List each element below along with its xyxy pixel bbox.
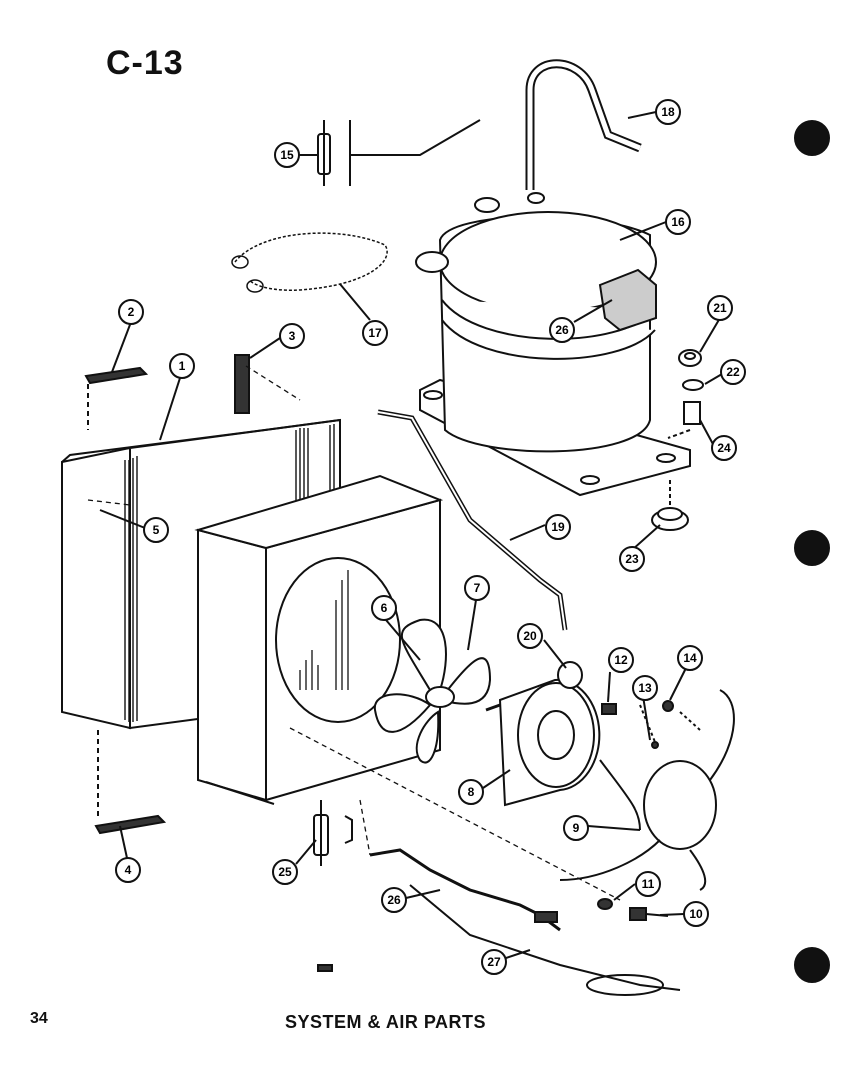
callout-7: 7 bbox=[464, 575, 490, 601]
binder-hole-top bbox=[794, 120, 830, 156]
callout-12: 12 bbox=[608, 647, 634, 673]
callout-4: 4 bbox=[115, 857, 141, 883]
binder-hole-bottom bbox=[794, 947, 830, 983]
mount-nut bbox=[678, 349, 702, 367]
svg-text:6: 6 bbox=[381, 601, 388, 615]
callout-19: 19 bbox=[545, 514, 571, 540]
svg-text:14: 14 bbox=[683, 651, 697, 665]
sensor-cord bbox=[317, 884, 681, 996]
svg-text:13: 13 bbox=[638, 681, 652, 695]
callout-10: 10 bbox=[683, 901, 709, 927]
svg-text:26: 26 bbox=[387, 893, 401, 907]
svg-text:7: 7 bbox=[474, 581, 481, 595]
svg-text:3: 3 bbox=[289, 329, 296, 343]
fan-motor bbox=[485, 678, 601, 807]
motor-mount bbox=[559, 689, 735, 891]
relay-part bbox=[557, 661, 583, 689]
callouts: 1 2 3 4 5 6 7 8 9 10 11 12 13 14 15 16 1… bbox=[115, 99, 746, 975]
callout-11: 11 bbox=[635, 871, 661, 897]
svg-text:22: 22 bbox=[726, 365, 740, 379]
callout-8: 8 bbox=[458, 779, 484, 805]
svg-text:17: 17 bbox=[368, 326, 382, 340]
discharge-tube bbox=[525, 59, 642, 190]
callout-21: 21 bbox=[707, 295, 733, 321]
callout-23: 23 bbox=[619, 546, 645, 572]
svg-text:24: 24 bbox=[717, 441, 731, 455]
callout-16: 16 bbox=[665, 209, 691, 235]
svg-text:9: 9 bbox=[573, 821, 580, 835]
svg-text:23: 23 bbox=[625, 552, 639, 566]
svg-text:27: 27 bbox=[487, 955, 501, 969]
callout-1: 1 bbox=[169, 353, 195, 379]
callout-13: 13 bbox=[632, 675, 658, 701]
nut-14 bbox=[662, 700, 701, 731]
callout-27: 27 bbox=[481, 949, 507, 975]
callout-14: 14 bbox=[677, 645, 703, 671]
coil-bracket-bottom bbox=[94, 730, 167, 835]
svg-text:15: 15 bbox=[280, 148, 294, 162]
callout-2: 2 bbox=[118, 299, 144, 325]
svg-text:21: 21 bbox=[713, 301, 727, 315]
svg-text:2: 2 bbox=[128, 305, 135, 319]
callout-9: 9 bbox=[563, 815, 589, 841]
callout-15: 15 bbox=[274, 142, 300, 168]
svg-text:25: 25 bbox=[278, 865, 292, 879]
screw-12 bbox=[601, 703, 617, 715]
svg-text:19: 19 bbox=[551, 520, 565, 534]
capillary-tube bbox=[231, 232, 388, 293]
svg-text:8: 8 bbox=[468, 785, 475, 799]
binder-hole-middle bbox=[794, 530, 830, 566]
callout-26-bulb: 26 bbox=[381, 887, 407, 913]
coil-bracket-top bbox=[84, 366, 149, 430]
callout-5: 5 bbox=[143, 517, 169, 543]
washer-11 bbox=[597, 898, 613, 910]
footer-title: SYSTEM & AIR PARTS bbox=[285, 1012, 487, 1032]
callout-18: 18 bbox=[655, 99, 681, 125]
svg-text:16: 16 bbox=[671, 215, 685, 229]
fan-blade bbox=[373, 618, 492, 764]
page-number: 34 bbox=[30, 1010, 48, 1027]
svg-text:4: 4 bbox=[125, 863, 132, 877]
callout-20: 20 bbox=[517, 623, 543, 649]
svg-text:11: 11 bbox=[642, 877, 655, 891]
svg-text:18: 18 bbox=[661, 105, 675, 119]
svg-text:20: 20 bbox=[523, 629, 537, 643]
svg-text:26: 26 bbox=[555, 323, 569, 337]
svg-text:12: 12 bbox=[614, 653, 628, 667]
callout-3: 3 bbox=[279, 323, 305, 349]
mount-grommet bbox=[651, 480, 689, 531]
compressor bbox=[415, 192, 691, 497]
drier bbox=[317, 119, 481, 186]
mount-washer bbox=[682, 379, 704, 391]
guide-lines bbox=[87, 365, 621, 901]
svg-text:10: 10 bbox=[689, 907, 703, 921]
clip-13 bbox=[639, 704, 659, 749]
callout-25: 25 bbox=[272, 859, 298, 885]
callout-26-compressor: 26 bbox=[549, 317, 575, 343]
callout-17: 17 bbox=[362, 320, 388, 346]
callout-24: 24 bbox=[711, 435, 737, 461]
callout-22: 22 bbox=[720, 359, 746, 385]
capacitor bbox=[313, 800, 353, 866]
svg-text:1: 1 bbox=[179, 359, 186, 373]
callout-6: 6 bbox=[371, 595, 397, 621]
svg-text:5: 5 bbox=[153, 523, 160, 537]
page-code: C-13 bbox=[106, 44, 184, 82]
sensor-bulb bbox=[369, 848, 561, 932]
mount-sleeve bbox=[667, 401, 701, 439]
